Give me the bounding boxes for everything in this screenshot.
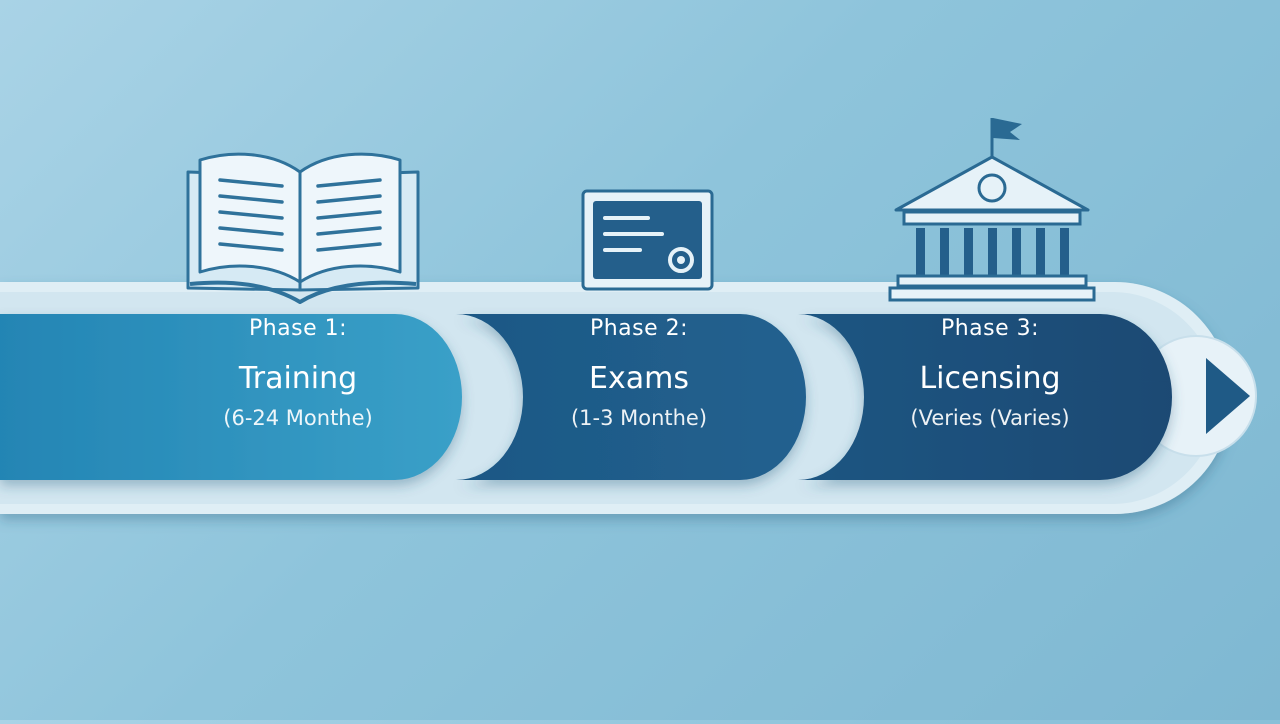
phase-1-label: Phase 1:: [248, 316, 348, 341]
certificate-icon: [581, 189, 714, 291]
phase-2-segment: [456, 314, 806, 480]
phase-3-title: Licensing: [919, 361, 1061, 396]
phase-2-label: Phase 2:: [589, 316, 689, 341]
phase-2-duration: (1-3 Monthe): [570, 406, 708, 430]
phase-1-duration: (6-24 Monthe): [223, 406, 373, 430]
government-building-icon: [888, 118, 1096, 302]
phase-3-text: Phase 3: Licensing (Veries (Varies): [845, 314, 1135, 430]
phase-3-duration: (Veries (Varies): [910, 406, 1070, 430]
open-book-icon: [186, 152, 420, 304]
phase-1-title: Training: [238, 361, 358, 396]
phase-3-segment: [798, 314, 1172, 480]
phase-1-segment: [0, 314, 462, 480]
phase-3-label: Phase 3:: [940, 316, 1040, 341]
phase-1-text: Phase 1: Training (6-24 Monthe): [148, 314, 448, 430]
arrow-head-icon: [1206, 358, 1250, 434]
phase-2-text: Phase 2: Exams (1-3 Monthe): [494, 314, 784, 430]
phase-2-title: Exams: [589, 361, 689, 396]
